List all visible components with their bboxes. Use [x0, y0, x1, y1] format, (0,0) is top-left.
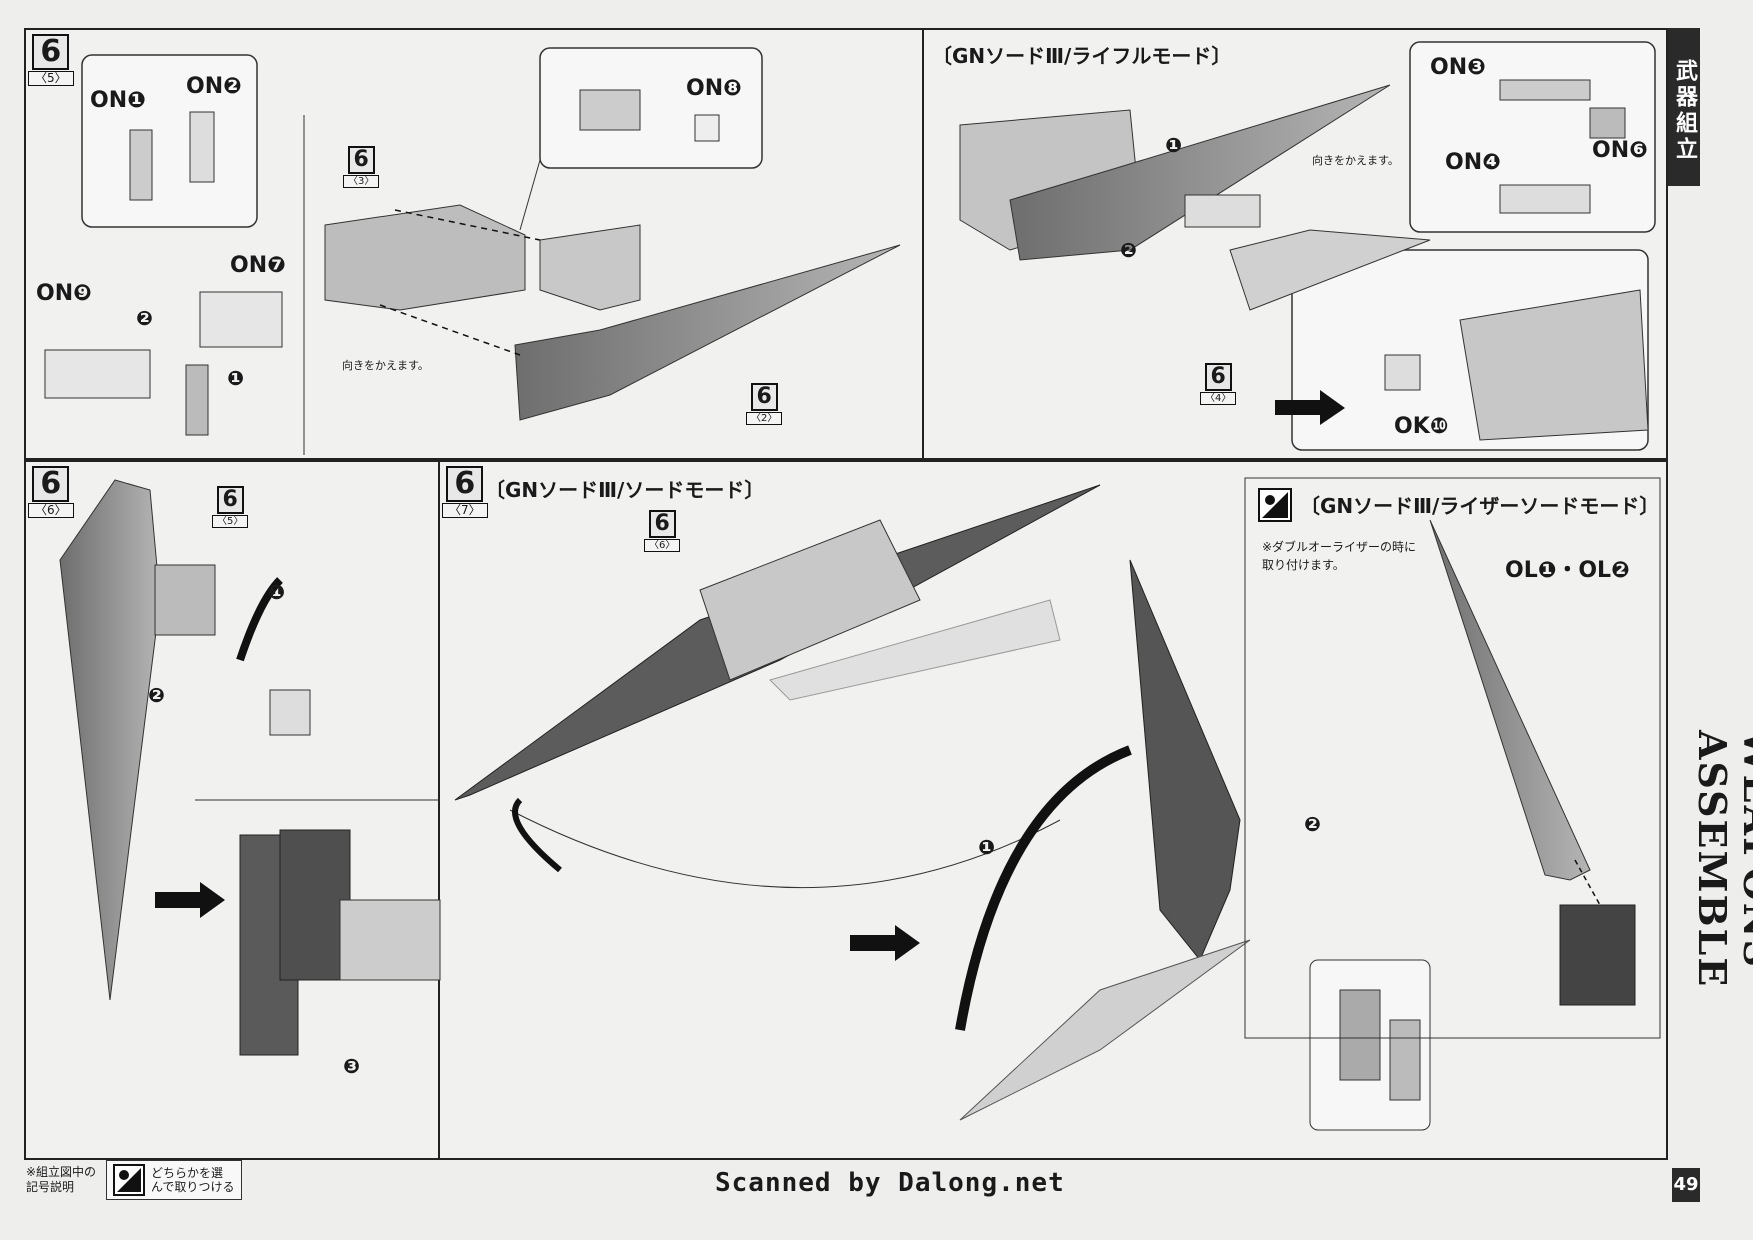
- either-one-icon: [1258, 488, 1292, 522]
- part-ol-label: OL❶・OL❷: [1505, 558, 1630, 583]
- part-on1-label: ON❶: [90, 88, 146, 113]
- arrow-step-1: ❶: [1165, 133, 1182, 157]
- scan-credit: Scanned by Dalong.net: [715, 1168, 1065, 1198]
- part-on8-label: ON❽: [686, 76, 742, 101]
- part-ok10-label: OK❿: [1394, 414, 1449, 439]
- section-english-title: WEAPONS ASSEMBLE: [1690, 730, 1753, 989]
- ref-6-3-badge: 6 〈3〉: [343, 146, 380, 188]
- arrow-step-2: ❷: [136, 306, 153, 330]
- arrow-step-3: ❸: [343, 1054, 360, 1078]
- ref-number: 6: [347, 146, 375, 174]
- legend-label: ※組立図中の記号説明: [26, 1165, 97, 1194]
- legend-choose-text: どちらかを選んで取りつける: [151, 1166, 235, 1194]
- orientation-note: 向きをかえます。: [342, 359, 429, 372]
- riser-note: ※ダブルオーライザーの時に取り付けます。: [1262, 540, 1417, 572]
- ref-number: 6: [750, 383, 778, 411]
- step-6-7-badge: 6 〈7〉: [442, 466, 488, 518]
- part-on2-label: ON❷: [186, 74, 242, 99]
- ref-number: 6: [216, 486, 244, 514]
- ref-sub: 〈4〉: [1200, 392, 1237, 405]
- step-sub: 〈7〉: [442, 503, 488, 518]
- part-on3-label: ON❸: [1430, 55, 1486, 80]
- ref-sub: 〈2〉: [746, 412, 783, 425]
- part-on7-label: ON❼: [230, 253, 286, 278]
- step-number: 6: [446, 466, 484, 502]
- ref-6-2-badge: 6 〈2〉: [746, 383, 783, 425]
- step-sub: 〈5〉: [28, 71, 74, 86]
- arrow-step-1: ❶: [978, 835, 995, 859]
- arrow-step-2: ❷: [1120, 238, 1137, 262]
- part-on4-label: ON❹: [1445, 150, 1501, 175]
- riser-sword-mode-title: 〔GNソードⅢ/ライザーソードモード〕: [1300, 494, 1660, 518]
- arrow-step-1: ❶: [268, 580, 285, 604]
- ref-6-5-badge: 6 〈5〉: [212, 486, 249, 528]
- legend-choose: どちらかを選んで取りつける: [106, 1160, 242, 1200]
- section-tab: 武器組立: [1668, 28, 1700, 186]
- ref-6-4-badge: 6 〈4〉: [1200, 363, 1237, 405]
- ref-6-6-badge: 6 〈6〉: [644, 510, 681, 552]
- step-sub: 〈6〉: [28, 503, 74, 518]
- orientation-note: 向きをかえます。: [1312, 154, 1399, 167]
- step-6-6-badge: 6 〈6〉: [28, 466, 74, 518]
- page-number: 49: [1672, 1168, 1700, 1202]
- arrow-step-2: ❷: [148, 683, 165, 707]
- step-number: 6: [32, 466, 70, 502]
- step-6-5-badge: 6 〈5〉: [28, 34, 74, 86]
- ref-sub: 〈6〉: [644, 539, 681, 552]
- sword-mode-title: 〔GNソードⅢ/ソードモード〕: [485, 478, 765, 502]
- ref-number: 6: [648, 510, 676, 538]
- arrow-step-2: ❷: [1304, 812, 1321, 836]
- part-on9-label: ON❾: [36, 281, 92, 306]
- arrow-step-1: ❶: [227, 366, 244, 390]
- ref-sub: 〈5〉: [212, 515, 249, 528]
- ref-sub: 〈3〉: [343, 175, 380, 188]
- ref-number: 6: [1204, 363, 1232, 391]
- either-one-icon: [113, 1164, 145, 1196]
- step-number: 6: [32, 34, 70, 70]
- symbol-legend: ※組立図中の記号説明 どちらかを選んで取りつける: [26, 1160, 242, 1200]
- part-on6-label: ON❻: [1592, 138, 1648, 163]
- rifle-mode-title: 〔GNソードⅢ/ライフルモード〕: [932, 44, 1232, 68]
